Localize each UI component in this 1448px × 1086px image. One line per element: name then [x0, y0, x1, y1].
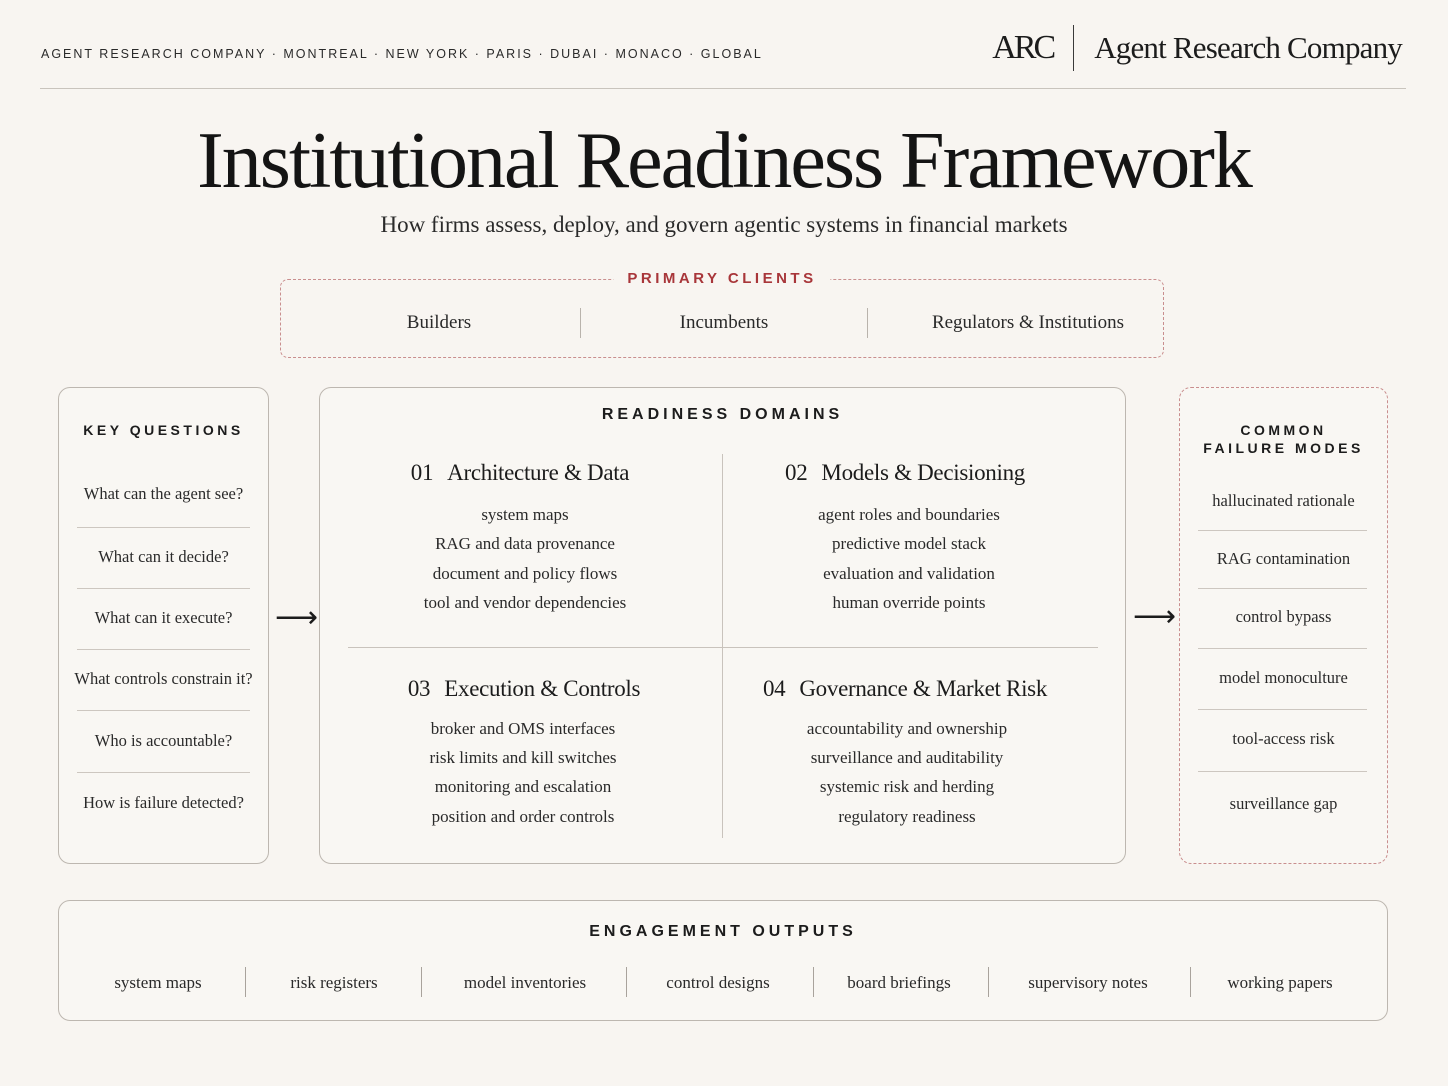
domain-item: risk limits and kill switches — [429, 748, 617, 767]
output-item: supervisory notes — [1028, 973, 1148, 992]
output-separator — [626, 967, 627, 997]
output-separator — [813, 967, 814, 997]
header-tagline: AGENT RESEARCH COMPANY · MONTREAL · NEW … — [41, 47, 763, 61]
key-question: What controls constrain it? — [74, 669, 253, 688]
output-separator — [1190, 967, 1191, 997]
page-title: Institutional Readiness Framework — [197, 117, 1253, 205]
key-question: What can it decide? — [98, 547, 229, 566]
failure-divider — [1198, 771, 1367, 772]
key-question: Who is accountable? — [94, 731, 233, 750]
failure-modes-heading-line2: FAILURE MODES — [1203, 440, 1364, 456]
domain-item: broker and OMS interfaces — [430, 719, 616, 738]
primary-clients-label: PRIMARY CLIENTS — [613, 270, 831, 287]
failure-modes-heading: COMMON FAILURE MODES — [1180, 421, 1387, 457]
domain-name: Models & Decisioning — [821, 460, 1025, 485]
failure-divider — [1198, 530, 1367, 531]
clients-separator — [867, 308, 868, 338]
engagement-outputs-heading: ENGAGEMENT OUTPUTS — [589, 923, 857, 940]
domain-item: human override points — [832, 593, 986, 612]
failure-mode: model monoculture — [1219, 668, 1348, 687]
domain-number: 01 — [410, 460, 434, 485]
failure-mode: hallucinated rationale — [1212, 491, 1355, 510]
domain-item: monitoring and escalation — [434, 777, 612, 796]
domain-item: RAG and data provenance — [435, 534, 615, 553]
question-divider — [77, 588, 250, 589]
key-question: What can the agent see? — [83, 484, 244, 503]
domain-name: Execution & Controls — [444, 676, 641, 701]
output-item: system maps — [114, 973, 202, 992]
domain-item: systemic risk and herding — [819, 777, 995, 796]
arrow-right-icon: ⟶ — [1133, 599, 1177, 634]
logo-divider — [1073, 25, 1075, 71]
domain-name: Governance & Market Risk — [799, 676, 1048, 701]
output-separator — [421, 967, 422, 997]
domain-name: Architecture & Data — [447, 460, 630, 485]
output-item: risk registers — [290, 973, 378, 992]
failure-mode: surveillance gap — [1229, 794, 1338, 813]
failure-modes-heading-line1: COMMON — [1240, 422, 1327, 438]
domains-horizontal-divider — [348, 647, 1098, 648]
domain-item: system maps — [481, 505, 569, 524]
key-questions-panel: KEY QUESTIONS What can the agent see? Wh… — [58, 387, 269, 864]
output-item: control designs — [666, 973, 770, 992]
domain-item: surveillance and auditability — [810, 748, 1004, 767]
output-item: model inventories — [463, 973, 587, 992]
failure-mode: tool-access risk — [1232, 729, 1335, 748]
output-item: board briefings — [847, 973, 951, 992]
clients-separator — [580, 308, 581, 338]
output-separator — [245, 967, 246, 997]
page-subtitle: How firms assess, deploy, and govern age… — [380, 212, 1068, 237]
key-question: What can it execute? — [94, 608, 233, 627]
failure-divider — [1198, 648, 1367, 649]
engagement-outputs-panel: ENGAGEMENT OUTPUTS system maps risk regi… — [58, 900, 1388, 1021]
client-builders: Builders — [406, 312, 472, 333]
failure-divider — [1198, 588, 1367, 589]
client-incumbents: Incumbents — [679, 312, 769, 333]
failure-divider — [1198, 709, 1367, 710]
brand-logo[interactable]: ARC Agent Research Company — [992, 24, 1403, 72]
domain-03-title: 03 Execution & Controls — [407, 676, 641, 702]
failure-modes-panel: COMMON FAILURE MODES hallucinated ration… — [1179, 387, 1388, 864]
arrow-right-icon: ⟶ — [275, 600, 319, 635]
domain-item: document and policy flows — [432, 564, 618, 583]
header-divider — [40, 88, 1406, 89]
client-regulators: Regulators & Institutions — [931, 312, 1125, 333]
output-separator — [988, 967, 989, 997]
domains-vertical-divider — [722, 454, 723, 838]
failure-mode: control bypass — [1235, 607, 1332, 626]
logo-mark: ARC — [992, 29, 1056, 66]
domain-item: agent roles and boundaries — [818, 505, 1000, 524]
company-name: Agent Research Company — [1094, 30, 1403, 65]
domain-number: 04 — [762, 676, 786, 701]
domain-number: 03 — [407, 676, 431, 701]
failure-mode: RAG contamination — [1216, 549, 1351, 568]
domain-02-title: 02 Models & Decisioning — [785, 460, 1025, 486]
domain-item: position and order controls — [431, 807, 615, 826]
output-item: working papers — [1227, 973, 1333, 992]
domain-item: predictive model stack — [832, 534, 986, 553]
readiness-domains-heading: READINESS DOMAINS — [601, 406, 844, 423]
key-question: How is failure detected? — [83, 793, 244, 812]
domain-item: regulatory readiness — [838, 807, 976, 826]
domain-item: accountability and ownership — [806, 719, 1008, 738]
domain-item: evaluation and validation — [823, 564, 995, 583]
domain-item: tool and vendor dependencies — [423, 593, 627, 612]
domain-number: 02 — [785, 460, 808, 485]
key-questions-heading: KEY QUESTIONS — [83, 422, 244, 438]
question-divider — [77, 710, 250, 711]
question-divider — [77, 527, 250, 528]
domain-04-title: 04 Governance & Market Risk — [763, 676, 1047, 702]
question-divider — [77, 649, 250, 650]
primary-clients-box: PRIMARY CLIENTS Builders Incumbents Regu… — [280, 270, 1164, 358]
question-divider — [77, 772, 250, 773]
domain-01-title: 01 Architecture & Data — [410, 460, 630, 486]
